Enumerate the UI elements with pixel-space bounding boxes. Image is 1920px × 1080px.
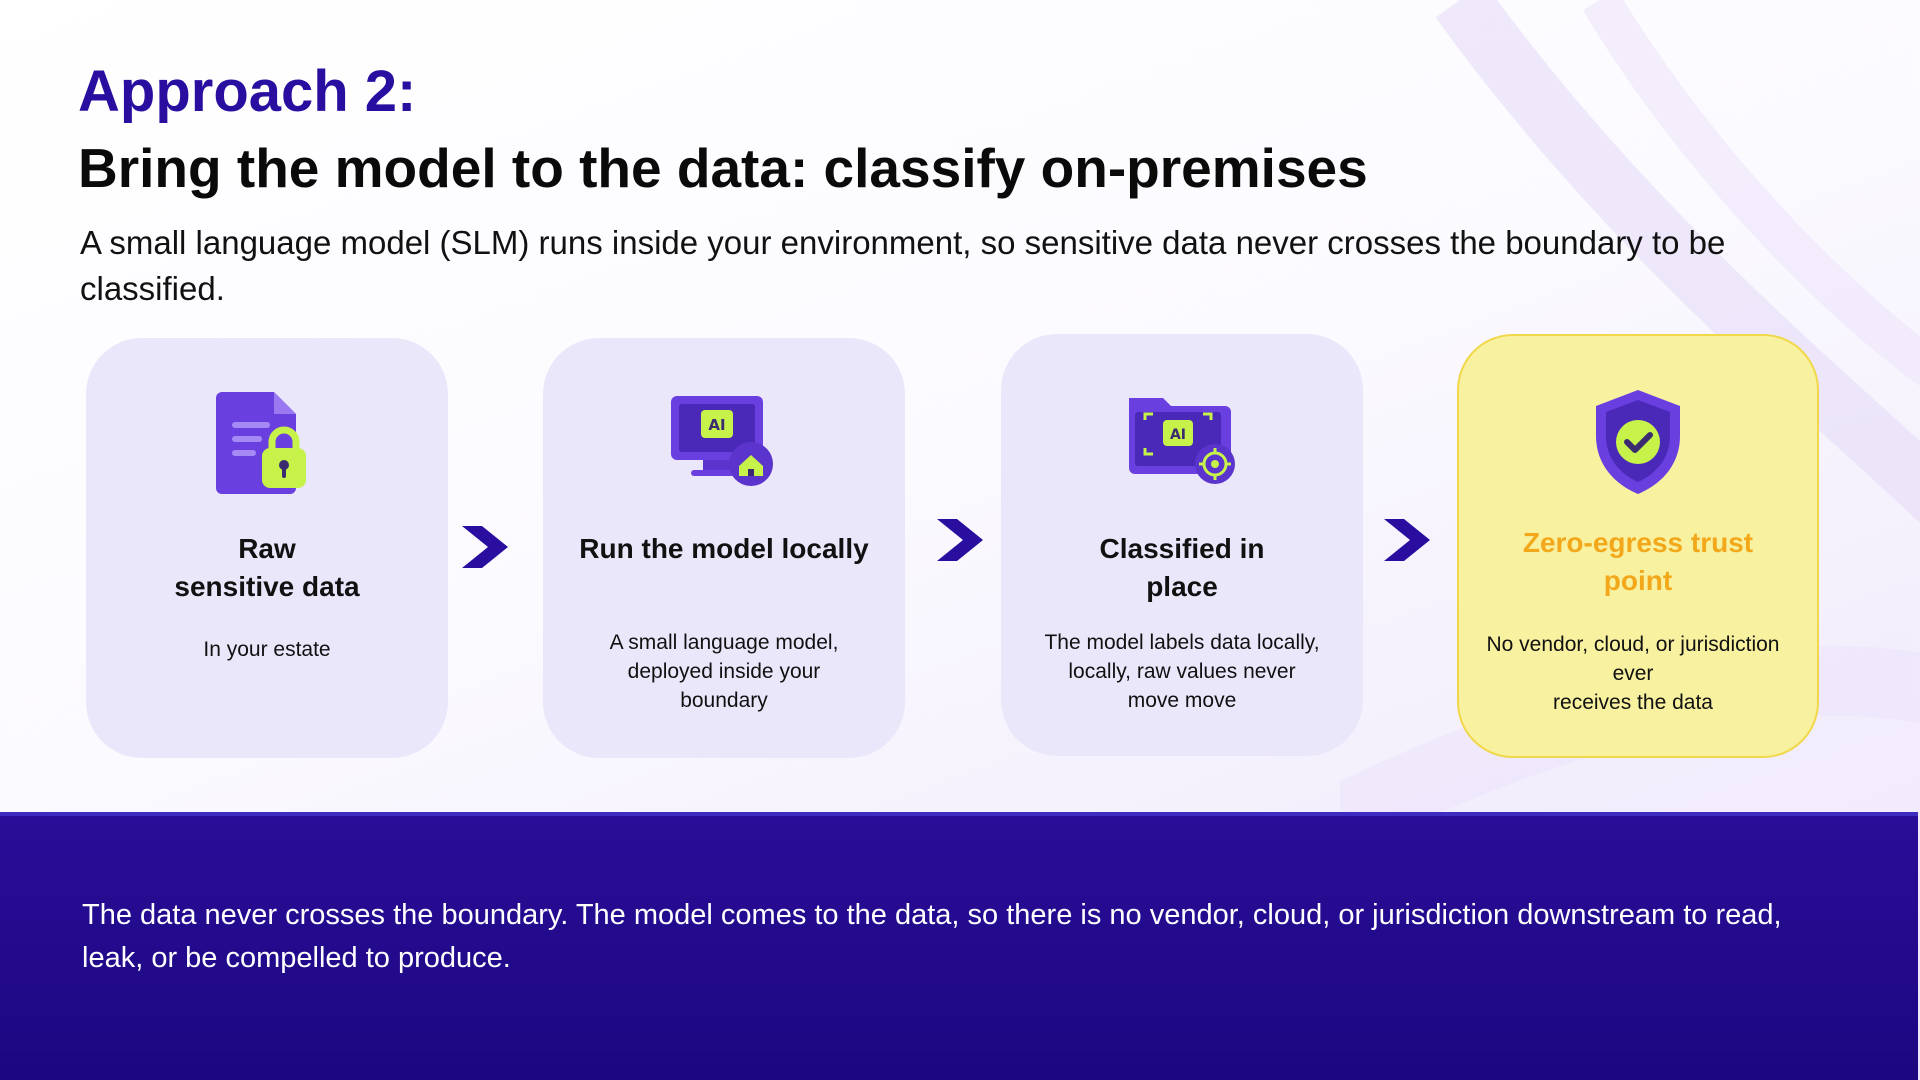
svg-text:AI: AI [708,416,725,434]
step-card-classified: AI Classified in place The model labels … [1001,334,1363,756]
svg-text:AI: AI [1170,427,1186,443]
chevron-right-icon [1384,519,1430,561]
slide-title: Bring the model to the data: classify on… [78,137,1368,199]
banner-text: The data never crosses the boundary. The… [82,899,1782,974]
step-description-line: No vendor, cloud, or jurisdiction [1486,633,1780,656]
step-description: No vendor, cloud, or jurisdiction ever r… [1479,630,1787,717]
step-description: The model labels data locally, locally, … [1044,631,1320,712]
summary-banner: The data never crosses the boundary. The… [0,812,1918,1080]
step-card-run-locally: AI Run the model locally A small languag… [543,338,905,758]
shield-check-icon [1596,390,1680,494]
step-title: point [1603,565,1673,596]
step-description-line: ever [1612,662,1654,685]
step-card-raw-data: Raw sensitive data In your estate [86,338,448,758]
step-description: A small language model, deployed inside … [609,631,839,712]
locked-document-icon [216,392,306,494]
chevron-right-icon [462,526,508,568]
step-title: place [1146,571,1218,602]
step-title: Classified in [1099,533,1265,564]
step-title: Run the model locally [579,533,869,564]
step-title: Raw [238,533,296,564]
step-title: sensitive data [174,571,360,602]
step-description: In your estate [203,638,331,661]
slide-eyebrow: Approach 2: [78,59,417,124]
chevron-right-icon [937,519,983,561]
step-card-zero-egress: Zero-egress trust point No vendor, cloud… [1457,334,1819,758]
ai-folder-target-icon: AI [1129,398,1235,484]
slide-lead: A small language model (SLM) runs inside… [80,224,1726,307]
step-description-line: receives the data [1553,691,1713,714]
ai-monitor-home-icon: AI [671,396,773,486]
step-title: Zero-egress trust [1522,527,1754,558]
